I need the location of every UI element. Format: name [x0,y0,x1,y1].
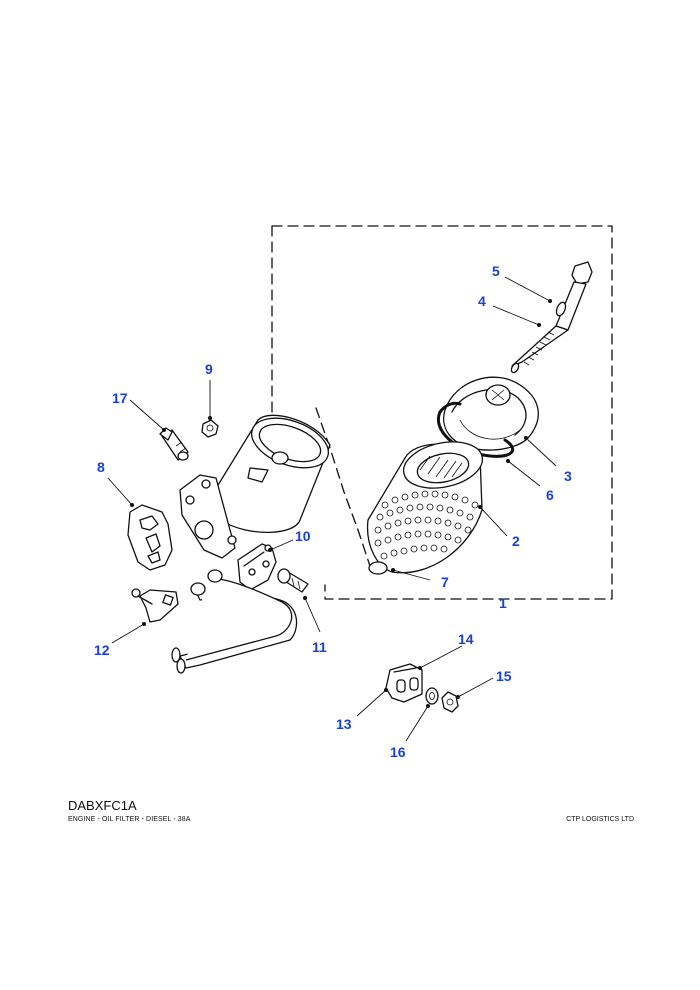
bolt-11-part [277,568,309,593]
pressure-switch-part [159,427,189,461]
filter-cap-part [443,376,539,451]
nut-9-part [201,419,219,438]
callout-3: 3 [564,468,572,484]
clip-bracket-part [385,663,423,703]
callout-4: 4 [478,293,486,309]
callout-16: 16 [390,744,406,760]
callout-7: 7 [441,574,449,590]
diagram-code: DABXFC1A [68,798,137,813]
callout-2: 2 [512,533,520,549]
diagram-caption: ENGINE - OIL FILTER - DIESEL - 38A [68,816,191,823]
callout-15: 15 [496,668,512,684]
callout-8: 8 [97,459,105,475]
callout-11: 11 [312,639,327,655]
gasket-part [127,504,173,571]
callout-10: 10 [295,528,311,544]
oil-pipes-part [171,569,298,674]
filter-element-part [366,441,484,574]
nut-15-part [441,691,459,713]
publisher-label: CTP LOGISTICS LTD [566,816,634,823]
leader-lines [107,276,557,742]
small-o-ring-part [368,561,388,575]
cap-o-ring-part [437,401,515,458]
callout-12: 12 [94,642,110,658]
callout-9: 9 [205,361,213,377]
callout-labels: 1 2 3 4 5 6 7 8 9 10 11 12 13 14 15 16 1… [94,263,572,760]
callout-1: 1 [499,595,507,611]
callout-6: 6 [546,487,554,503]
bracket-10-part [237,543,277,591]
kit-boundary [271,225,613,600]
callout-17: 17 [112,390,128,406]
callout-14: 14 [458,631,474,647]
bolt-part [510,261,593,374]
filter-housing-part [179,414,331,559]
callout-5: 5 [492,263,500,279]
bracket-12-part [131,588,179,623]
washer-part [425,687,439,705]
filter-mesh [374,490,479,560]
callout-13: 13 [336,716,352,732]
